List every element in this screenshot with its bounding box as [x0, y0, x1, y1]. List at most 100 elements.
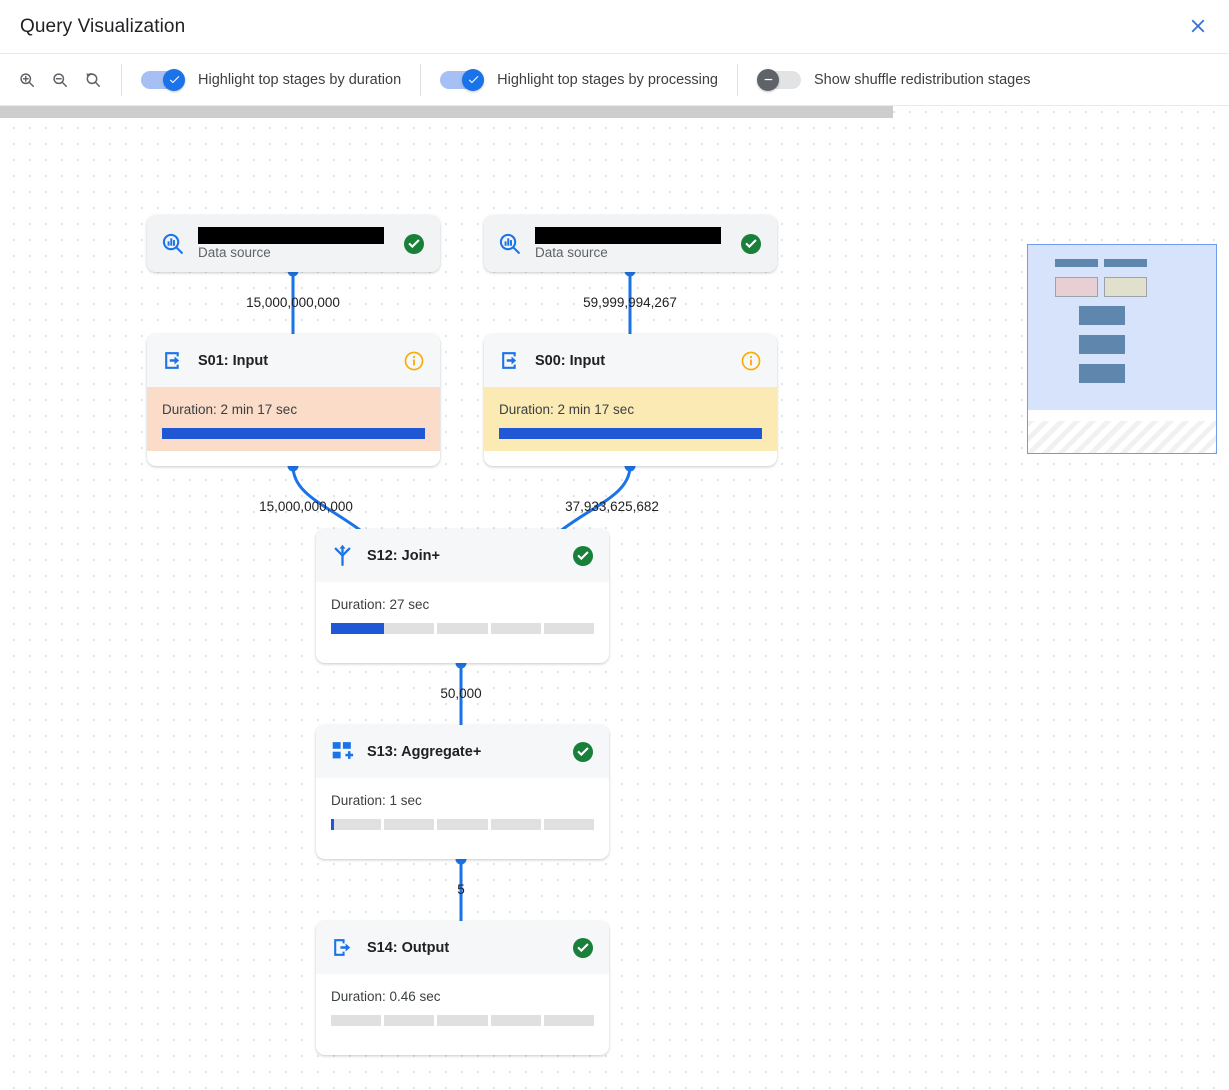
progress-fill: [331, 623, 384, 634]
node-header: S13: Aggregate+: [316, 725, 609, 778]
check-circle-icon: [404, 233, 424, 254]
horizontal-scrollbar[interactable]: [0, 106, 1229, 118]
close-button[interactable]: [1181, 9, 1215, 43]
progress-bar: [331, 819, 595, 830]
check-icon: [169, 76, 179, 84]
zoom-in-button[interactable]: [16, 69, 38, 91]
progress-bar: [162, 428, 426, 439]
node-header: S01: Input: [147, 334, 440, 387]
data-source-search-icon: [497, 231, 523, 257]
switch-knob: [163, 68, 185, 91]
progress-segment: [437, 623, 488, 634]
progress-segment: [384, 1015, 435, 1026]
toggle-highlight-duration-group: Highlight top stages by duration: [122, 54, 420, 105]
horizontal-scrollbar-thumb[interactable]: [0, 106, 893, 118]
redacted-table-name: [535, 227, 721, 244]
check-circle-icon: [573, 545, 593, 566]
edge-label-ds2-s00: 59,999,994,267: [583, 295, 677, 310]
edge-label-s01-s12: 15,000,000,000: [259, 499, 353, 514]
node-stage-s00[interactable]: S00: Input Duration: 2 min 17 sec: [484, 334, 777, 466]
close-icon: [1191, 19, 1205, 33]
node-header: Data source: [147, 215, 440, 272]
minimap-node: [1104, 277, 1147, 297]
progress-segment: [543, 623, 595, 634]
zoom-reset-icon: [86, 72, 100, 87]
minimap-node: [1104, 259, 1147, 267]
switch-knob: [757, 68, 779, 91]
status-badge[interactable]: [402, 232, 426, 256]
zoom-reset-button[interactable]: [82, 69, 104, 91]
node-stage-s01[interactable]: S01: Input Duration: 2 min 17 sec: [147, 334, 440, 466]
zoom-out-icon: [53, 72, 67, 87]
node-stage-s14[interactable]: S14: Output Duration: 0.46 sec: [316, 921, 609, 1055]
minimap-viewport[interactable]: [1028, 245, 1216, 410]
progress-segment: [384, 623, 435, 634]
visualization-toolbar: Highlight top stages by duration Highlig…: [0, 53, 1229, 106]
node-body: Duration: 27 sec: [316, 582, 609, 646]
data-source-text: Data source: [198, 227, 402, 260]
zoom-in-icon: [20, 72, 34, 87]
node-data-source-1[interactable]: Data source: [147, 215, 440, 272]
redacted-table-name: [198, 227, 384, 244]
toggle-show-shuffle-redistribution-stages[interactable]: [757, 68, 801, 91]
toggle-highlight-processing-group: Highlight top stages by processing: [421, 54, 737, 105]
progress-fill: [499, 428, 762, 439]
input-arrow-icon: [160, 348, 186, 374]
duration-label: Duration: 0.46 sec: [331, 989, 441, 1004]
progress-fill: [331, 819, 335, 830]
node-title: S13: Aggregate+: [367, 743, 482, 760]
node-title: S01: Input: [198, 352, 269, 369]
node-stage-s12[interactable]: S12: Join+ Duration: 27 sec: [316, 529, 609, 663]
info-circle-icon: [404, 351, 424, 370]
progress-bar: [499, 428, 763, 439]
check-icon: [468, 76, 479, 84]
node-stage-s13[interactable]: S13: Aggregate+ Duration: 1 sec: [316, 725, 609, 859]
progress-segment: [543, 819, 595, 830]
switch-knob: [462, 68, 485, 91]
info-circle-icon: [741, 351, 761, 370]
graph-canvas[interactable]: 15,000,000,000 59,999,994,267 15,000,000…: [0, 106, 1229, 1090]
status-badge[interactable]: [739, 349, 763, 373]
node-header: Data source: [484, 215, 777, 272]
node-title: S12: Join+: [367, 547, 440, 564]
data-source-search-icon: [160, 231, 186, 257]
node-title: S14: Output: [367, 939, 450, 956]
node-body: Duration: 0.46 sec: [316, 974, 609, 1038]
status-badge[interactable]: [571, 740, 595, 764]
toolbar-divider-2: [420, 63, 422, 96]
minimap-node: [1055, 259, 1098, 267]
join-icon: [329, 543, 355, 569]
data-source-subtitle: Data source: [198, 245, 271, 260]
toggle-label-highlight-duration: Highlight top stages by duration: [198, 71, 402, 88]
progress-segment: [331, 1015, 382, 1026]
minimap-node: [1055, 277, 1098, 297]
edge-label-s12-s13: 50,000: [440, 686, 482, 701]
status-badge[interactable]: [739, 232, 763, 256]
minus-icon: [764, 78, 772, 81]
toggle-highlight-top-stages-by-duration[interactable]: [141, 68, 185, 91]
minimap-offscreen-area: [1028, 421, 1216, 453]
minimap-node: [1079, 364, 1125, 383]
status-badge[interactable]: [571, 544, 595, 568]
progress-bar: [331, 623, 595, 634]
node-body: Duration: 1 sec: [316, 778, 609, 842]
status-badge[interactable]: [402, 349, 426, 373]
edge-label-s13-s14: 5: [457, 882, 465, 897]
node-header: S14: Output: [316, 921, 609, 974]
status-badge[interactable]: [571, 936, 595, 960]
data-source-subtitle: Data source: [535, 245, 608, 260]
aggregate-icon: [329, 739, 355, 765]
node-data-source-2[interactable]: Data source: [484, 215, 777, 272]
check-circle-icon: [573, 937, 593, 958]
toggle-highlight-top-stages-by-processing[interactable]: [440, 68, 485, 91]
zoom-out-button[interactable]: [49, 69, 71, 91]
zoom-controls: [0, 69, 121, 91]
duration-label: Duration: 1 sec: [331, 793, 422, 808]
minimap[interactable]: [1027, 244, 1217, 454]
minimap-node: [1079, 335, 1125, 354]
progress-segment: [490, 623, 541, 634]
progress-segment: [384, 819, 435, 830]
toggle-label-show-shuffle: Show shuffle redistribution stages: [814, 71, 1031, 88]
toolbar-divider-1: [121, 63, 122, 96]
dialog-title-bar: Query Visualization: [0, 0, 1229, 53]
